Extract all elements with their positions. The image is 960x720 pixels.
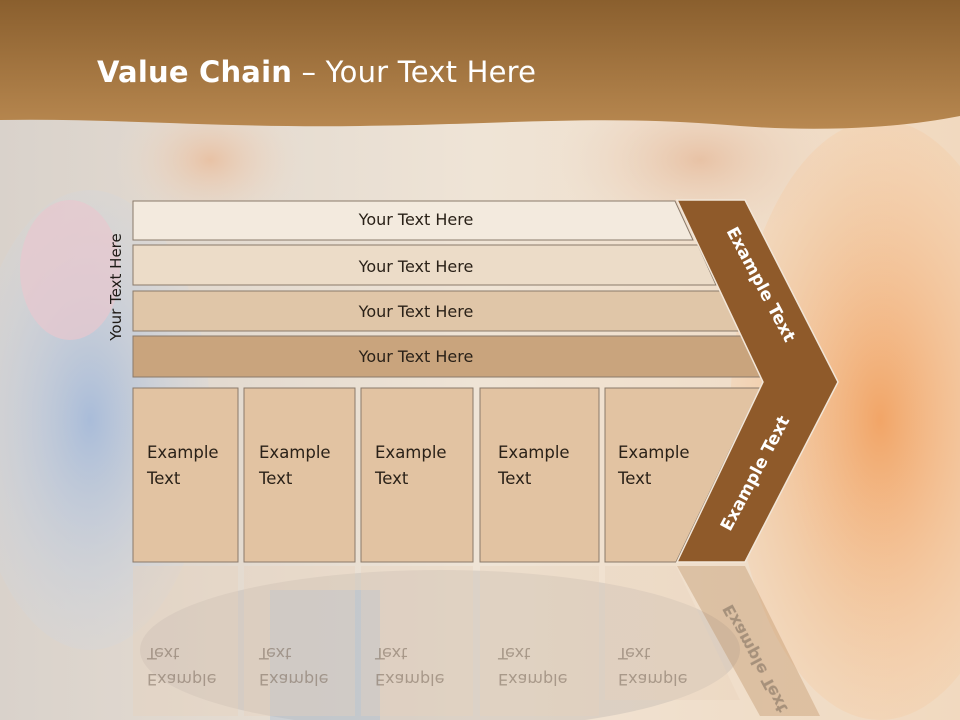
column-3-line2: Text: [374, 469, 409, 488]
bar-1: Your Text Here: [132, 200, 694, 241]
bar-4-label: Your Text Here: [358, 347, 474, 366]
column-3: Example Text: [360, 387, 474, 563]
column-4: Example Text: [479, 387, 600, 563]
column-5-line1: Example: [618, 443, 690, 462]
bar-3-label: Your Text Here: [358, 302, 474, 321]
page-title: Value Chain – Your Text Here: [97, 55, 537, 89]
column-1-line2: Text: [146, 469, 181, 488]
column-1-line1: Example: [147, 443, 219, 462]
reflection-column-3-line2: Text: [374, 644, 407, 663]
column-2-line2: Text: [258, 469, 293, 488]
column-5-line2: Text: [617, 469, 652, 488]
reflection-column-5-line1: Example: [618, 670, 687, 689]
column-4-line2: Text: [497, 469, 532, 488]
reflection-column-1-line2: Text: [146, 644, 179, 663]
column-2: Example Text: [243, 387, 356, 563]
bar-2: Your Text Here: [132, 244, 717, 286]
reflection-column-1-line1: Example: [147, 670, 216, 689]
bar-4: Your Text Here: [132, 335, 763, 378]
column-4-line1: Example: [498, 443, 570, 462]
column-3-line1: Example: [375, 443, 447, 462]
reflection-column-4-line2: Text: [497, 644, 530, 663]
reflection-column-2-line2: Text: [258, 644, 291, 663]
column-2-line1: Example: [259, 443, 331, 462]
bar-1-label: Your Text Here: [358, 210, 474, 229]
reflection-column-3-line1: Example: [375, 670, 444, 689]
column-5: Example Text: [604, 387, 761, 563]
support-activities: Your Text Here Your Text Here Your Text …: [132, 200, 763, 378]
bar-3: Your Text Here: [132, 290, 740, 332]
reflection-column-4-line1: Example: [498, 670, 567, 689]
bar-2-label: Your Text Here: [358, 257, 474, 276]
reflection-column-2-line1: Example: [259, 670, 328, 689]
primary-activities: Example Text Example Text Example Text E…: [132, 387, 761, 563]
column-1: Example Text: [132, 387, 239, 563]
reflection-column-5-line2: Text: [617, 644, 650, 663]
diagram-reflection: [133, 566, 820, 716]
